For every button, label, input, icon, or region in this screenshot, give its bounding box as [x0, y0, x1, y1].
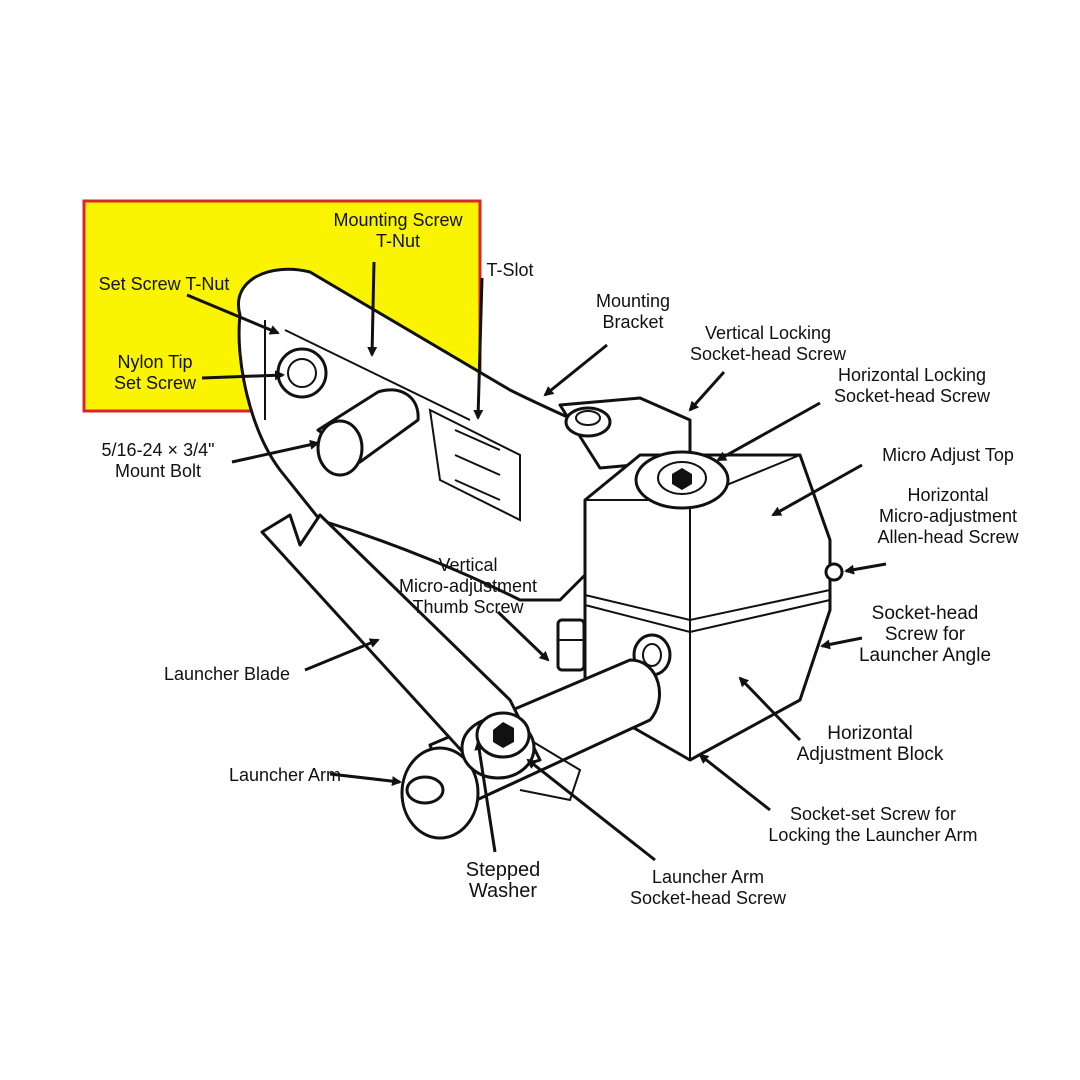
leader-lines [186, 261, 887, 862]
label-line: Nylon Tip [117, 352, 192, 372]
horizontal-locking-screw [634, 450, 730, 510]
allen-head-screw [824, 562, 844, 582]
mounting-bracket [237, 267, 642, 602]
label-line: Thumb Screw [412, 597, 524, 617]
label-tslot: T-Slot [486, 260, 533, 280]
label-launcher-arm: Launcher Arm [229, 765, 341, 785]
label-line: Mounting Screw [333, 210, 463, 230]
label-line: Mounting [596, 291, 670, 311]
label-micro-adjust-top: Micro Adjust Top [882, 445, 1014, 465]
label-line: Set Screw [114, 373, 197, 393]
label-mount-bolt: 5/16-24 × 3/4"Mount Bolt [102, 440, 215, 481]
label-line: Socket-head Screw [690, 344, 847, 364]
label-launcher-blade: Launcher Blade [164, 664, 290, 684]
label-line: Launcher Arm [229, 765, 341, 785]
label-line: Socket-head [872, 603, 979, 624]
label-line: Vertical Locking [705, 323, 831, 343]
label-set-screw-tnut: Set Screw T-Nut [99, 274, 230, 294]
label-line: Micro-adjustment [879, 506, 1017, 526]
label-line: Horizontal [827, 723, 913, 744]
label-line: Socket-head Screw [834, 386, 991, 406]
label-line: Adjustment Block [797, 744, 944, 765]
label-line: Launcher Angle [859, 645, 991, 666]
thumb-screw [556, 618, 586, 672]
label-line: Bracket [602, 312, 663, 332]
label-line: Launcher Blade [164, 664, 290, 684]
label-line: 5/16-24 × 3/4" [102, 440, 215, 460]
label-line: T-Slot [486, 260, 533, 280]
label-line: Launcher Arm [652, 867, 764, 887]
vertical-locking-screw [558, 396, 692, 470]
label-line: Horizontal [907, 485, 988, 505]
label-line: Socket-head Screw [630, 888, 787, 908]
label-line: Allen-head Screw [877, 527, 1019, 547]
label-line: Set Screw T-Nut [99, 274, 230, 294]
label-line: Socket-set Screw for [790, 804, 956, 824]
label-line: Micro Adjust Top [882, 445, 1014, 465]
label-line: Stepped [466, 859, 541, 881]
label-line: Horizontal Locking [838, 365, 986, 385]
label-line: Vertical [438, 555, 497, 575]
label-line: Mount Bolt [115, 461, 201, 481]
label-line: T-Nut [376, 231, 420, 251]
mount-bolt [316, 388, 420, 477]
nylon-tip-set-screw [276, 347, 328, 399]
label-line: Micro-adjustment [399, 576, 537, 596]
label-line: Washer [469, 880, 538, 902]
label-line: Screw for [885, 624, 966, 645]
label-line: Locking the Launcher Arm [768, 825, 977, 845]
